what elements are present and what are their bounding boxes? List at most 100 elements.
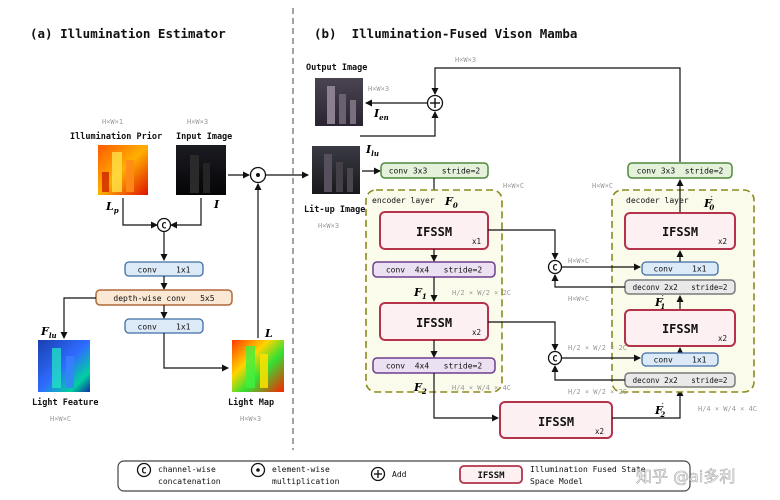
concat-node-lower: C — [547, 350, 563, 366]
bottleneck-ifssm: IFSSM x2 — [499, 401, 613, 439]
symbol-lp: Lp — [105, 200, 119, 215]
skip-f1-arrow — [488, 321, 559, 351]
svg-text:IFSSM: IFSSM — [538, 415, 574, 429]
legend-mult-text-1: element-wise — [272, 465, 330, 474]
multiply-node — [249, 166, 267, 184]
light-map-image — [232, 340, 284, 392]
svg-text:x2: x2 — [718, 334, 727, 343]
svg-text:depth-wise conv 5x5: depth-wise conv 5x5 — [113, 294, 214, 303]
encoder-label: encoder layer — [372, 196, 435, 205]
decoder-to-add-arrow — [431, 67, 681, 162]
svg-text:x1: x1 — [472, 237, 481, 246]
dwconv-to-light-feature-arrow — [60, 297, 96, 339]
legend-concat-text-1: channel-wise — [158, 465, 216, 474]
decoder-ifssm-1: IFSSM x2 — [624, 212, 736, 250]
output-image — [315, 78, 363, 126]
decoder-conv1-a: conv 1x1 — [641, 261, 719, 276]
decoder-label: decoder layer — [626, 196, 689, 205]
svg-text:C: C — [161, 222, 166, 232]
panel-b-title: (b) Illumination-Fused Vison Mamba — [314, 26, 577, 41]
dim-output: H×W×3 — [368, 85, 389, 93]
input-to-concat-arrow — [170, 198, 202, 229]
svg-text:conv 1x1: conv 1x1 — [654, 356, 707, 365]
light-feature-image — [38, 340, 90, 392]
svg-text:deconv 2x2 stride=2: deconv 2x2 stride=2 — [633, 283, 728, 292]
panel-a-title: (a) Illumination Estimator — [30, 26, 226, 41]
svg-text:C: C — [552, 264, 557, 274]
dim-f1: H/2 × W/2 × 2C — [452, 289, 511, 297]
svg-text:C: C — [141, 467, 146, 477]
svg-text:IFSSM: IFSSM — [416, 316, 452, 330]
svg-text:conv 4x4 stride=2: conv 4x4 stride=2 — [386, 266, 483, 275]
conv2-to-light-map-arrow — [163, 333, 229, 372]
encoder-ifssm-2: IFSSM x2 — [379, 302, 489, 341]
dim-hwc-feature: H×W×C — [50, 415, 71, 423]
symbol-ien: Ien — [373, 107, 389, 122]
decoder-deconv-a: deconv 2x2 stride=2 — [624, 279, 736, 295]
svg-text:conv 1x1: conv 1x1 — [138, 323, 191, 332]
symbol-ilu: Ilu — [365, 143, 379, 158]
input-image-label: Input Image — [176, 132, 232, 142]
estimator-conv2-block: conv 1x1 — [124, 318, 204, 334]
dim-f2: H/4 × W/4 × 4C — [452, 384, 511, 392]
encoder-ifssm-1: IFSSM x1 — [379, 211, 489, 250]
light-feature-label: Light Feature — [32, 397, 99, 408]
legend-concat-icon: C — [136, 462, 152, 478]
illumination-prior-image — [98, 145, 148, 195]
svg-text:conv 4x4 stride=2: conv 4x4 stride=2 — [386, 362, 483, 371]
input-image — [176, 145, 226, 195]
dim-c2: H×W×C — [592, 182, 613, 190]
bottleneck-to-deconv-arrow — [612, 389, 684, 419]
decoder-deconv-b: deconv 2x2 stride=2 — [624, 372, 736, 388]
dim-c1: H×W×C — [503, 182, 524, 190]
deconv-b-to-concat-arrow — [551, 365, 625, 381]
svg-text:deconv 2x2 stride=2: deconv 2x2 stride=2 — [633, 376, 728, 385]
svg-text:x2: x2 — [718, 237, 727, 246]
symbol-flu: Flu — [40, 325, 57, 340]
legend-ifssm-box: IFSSM — [459, 465, 523, 484]
output-image-label: Output Image — [306, 63, 367, 73]
skip-f0-arrow — [488, 229, 559, 260]
svg-text:x2: x2 — [595, 427, 604, 436]
svg-text:conv 3x3 stride=2: conv 3x3 stride=2 — [637, 167, 724, 176]
svg-text:C: C — [552, 355, 557, 365]
decoder-ifssm-2: IFSSM x2 — [624, 309, 736, 347]
input-conv3-block: conv 3x3 stride=2 — [380, 162, 489, 179]
illumination-prior-label: Illumination Prior — [70, 131, 162, 142]
prior-to-concat-arrow — [122, 198, 158, 229]
symbol-f2p: F′2 — [654, 403, 665, 419]
deconv-a-to-concat-arrow — [551, 274, 625, 288]
legend-mult-icon — [250, 462, 266, 478]
dim-litup: H×W×3 — [318, 222, 339, 230]
dim-4c: H/4 × W/4 × 4C — [698, 405, 757, 413]
add-node — [426, 94, 444, 112]
litup-image-label: Lit-up Image — [304, 204, 365, 215]
svg-text:IFSSM: IFSSM — [662, 322, 698, 336]
legend-add-text: Add — [392, 470, 407, 479]
symbol-f1p: F′1 — [654, 295, 665, 311]
litup-to-add-arrow — [360, 111, 439, 137]
output-conv3-block: conv 3x3 stride=2 — [627, 162, 733, 179]
dim-top: H×W×3 — [455, 56, 476, 64]
symbol-l: L — [264, 327, 273, 340]
conv4b-to-bottleneck-arrow — [433, 373, 499, 422]
svg-text:conv 1x1: conv 1x1 — [138, 266, 191, 275]
dim-hw1: H×W×1 — [102, 118, 123, 126]
light-map-label: Light Map — [228, 397, 274, 408]
concat-node-upper: C — [547, 259, 563, 275]
dim-hw3: H×W×3 — [187, 118, 208, 126]
svg-text:IFSSM: IFSSM — [662, 225, 698, 239]
symbol-f1: F1 — [413, 286, 427, 301]
dim-hw3-map: H×W×3 — [240, 415, 261, 423]
symbol-f0p: F′0 — [703, 196, 714, 212]
legend-add-icon — [370, 466, 386, 482]
legend-ifssm-desc-1: Illumination Fused State — [530, 465, 646, 474]
symbol-f2: F2 — [413, 381, 427, 396]
dim-c-mid2: H×W×C — [568, 295, 589, 303]
concat-node: C — [156, 217, 172, 233]
symbol-i: I — [213, 198, 220, 211]
legend-concat-text-2: concatenation — [158, 477, 221, 486]
litup-image — [312, 146, 360, 194]
